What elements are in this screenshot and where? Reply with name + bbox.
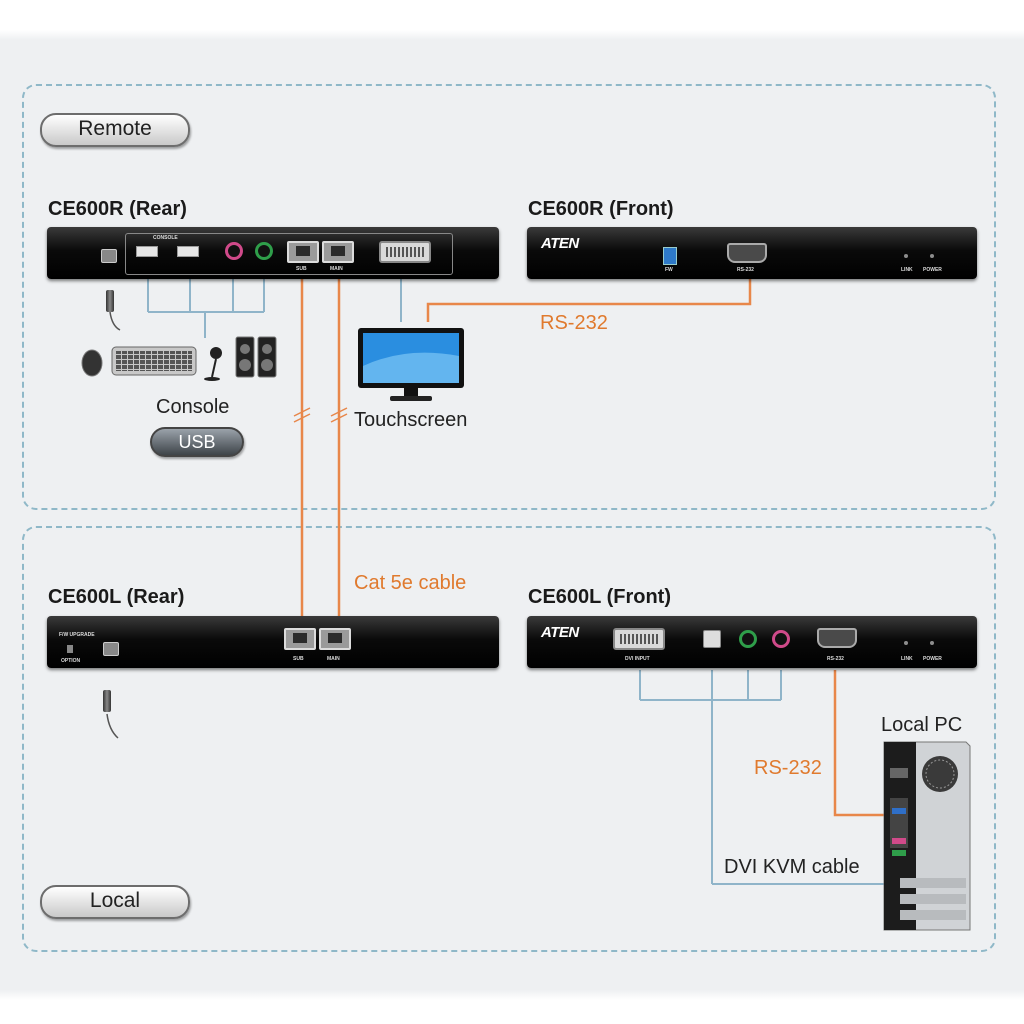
ce600l-front-title: CE600L (Front)	[528, 586, 671, 608]
remote-zone	[22, 84, 996, 510]
local-zone	[22, 526, 996, 952]
console-cable-tree	[147, 278, 265, 338]
console-peripherals	[81, 336, 277, 381]
ce600r-front-title: CE600R (Front)	[528, 198, 674, 220]
dvi-input-port-icon	[613, 628, 665, 650]
main-rj45-port	[319, 628, 351, 650]
mic-jack-icon	[225, 242, 243, 260]
power-plug-icon	[103, 690, 111, 712]
fw-switch-icon	[663, 247, 677, 265]
rs232-bottom-cable	[833, 670, 886, 817]
rs232-port-icon	[817, 628, 857, 648]
mouse-icon	[81, 349, 103, 377]
power-led-icon	[930, 641, 934, 645]
main-port-label: MAIN	[330, 266, 343, 272]
local-zone-label: Local	[40, 885, 190, 919]
console-label: Console	[156, 396, 230, 418]
speaker-jack-icon	[255, 242, 273, 260]
ce600l-rear-device: F/W UPGRADE OPTION SUB MAIN	[47, 616, 499, 668]
rs232-port-label: RS-232	[827, 656, 844, 662]
power-led-label: POWER	[923, 656, 942, 662]
usb-b-port-icon	[703, 630, 721, 648]
touchscreen-label: Touchscreen	[354, 409, 468, 431]
speakers-icon	[235, 336, 277, 378]
mic-jack-icon	[772, 630, 790, 648]
sub-port-label: SUB	[293, 656, 304, 662]
rs232-port-label: RS-232	[737, 267, 754, 273]
aten-logo: ATEN	[541, 235, 579, 252]
remote-zone-label: Remote	[40, 113, 190, 147]
rs232-top-cable	[426, 274, 752, 322]
main-port-label: MAIN	[327, 656, 340, 662]
power-jack-icon	[101, 249, 117, 263]
usb-badge: USB	[150, 427, 244, 457]
rs232-port-icon	[727, 243, 767, 263]
fw-switch-icon	[67, 645, 73, 653]
ce600l-rear-title: CE600L (Rear)	[48, 586, 185, 608]
ce600r-front-device: ATEN FW RS-232 LINK POWER	[527, 227, 977, 279]
touchscreen-icon	[358, 328, 464, 401]
dvi-kvm-cable-label: DVI KVM cable	[724, 856, 860, 878]
console-port-label: CONSOLE	[153, 235, 178, 241]
sub-port-label: SUB	[296, 266, 307, 272]
power-led-label: POWER	[923, 267, 942, 273]
rs232-bottom-label: RS-232	[754, 757, 822, 779]
link-led-icon	[904, 254, 908, 258]
local-pc-label: Local PC	[881, 714, 963, 736]
main-rj45-port	[322, 241, 354, 263]
ce600r-rear-device: CONSOLE SUB MAIN	[47, 227, 499, 279]
ce600r-rear-title: CE600R (Rear)	[48, 198, 187, 220]
sub-rj45-port	[287, 241, 319, 263]
dvi-input-label: DVI INPUT	[625, 656, 650, 662]
usb-port-icon	[177, 246, 199, 257]
link-led-label: LINK	[901, 267, 913, 273]
fw-upgrade-label: F/W UPGRADE	[59, 632, 95, 638]
link-led-icon	[904, 641, 908, 645]
aten-logo: ATEN	[541, 624, 579, 641]
console-port-group	[125, 233, 453, 275]
fw-label: FW	[665, 267, 673, 273]
speaker-jack-icon	[739, 630, 757, 648]
keyboard-icon	[111, 346, 197, 376]
cable-break-marks	[293, 407, 348, 423]
cat5e-cable-label: Cat 5e cable	[354, 572, 467, 594]
power-plug-icon	[106, 290, 114, 312]
link-led-label: LINK	[901, 656, 913, 662]
microphone-icon	[204, 347, 222, 381]
sub-rj45-port	[284, 628, 316, 650]
cat5e-cables	[300, 273, 341, 622]
dvi-kvm-cable-tree	[639, 670, 884, 885]
power-jack-icon	[103, 642, 119, 656]
usb-port-icon	[136, 246, 158, 257]
dvi-port-icon	[379, 241, 431, 263]
rs232-top-label: RS-232	[540, 312, 608, 334]
option-label: OPTION	[61, 658, 81, 664]
ce600l-front-device: ATEN DVI INPUT RS-232 LINK POWER	[527, 616, 977, 668]
power-led-icon	[930, 254, 934, 258]
local-pc-icon	[883, 741, 971, 931]
